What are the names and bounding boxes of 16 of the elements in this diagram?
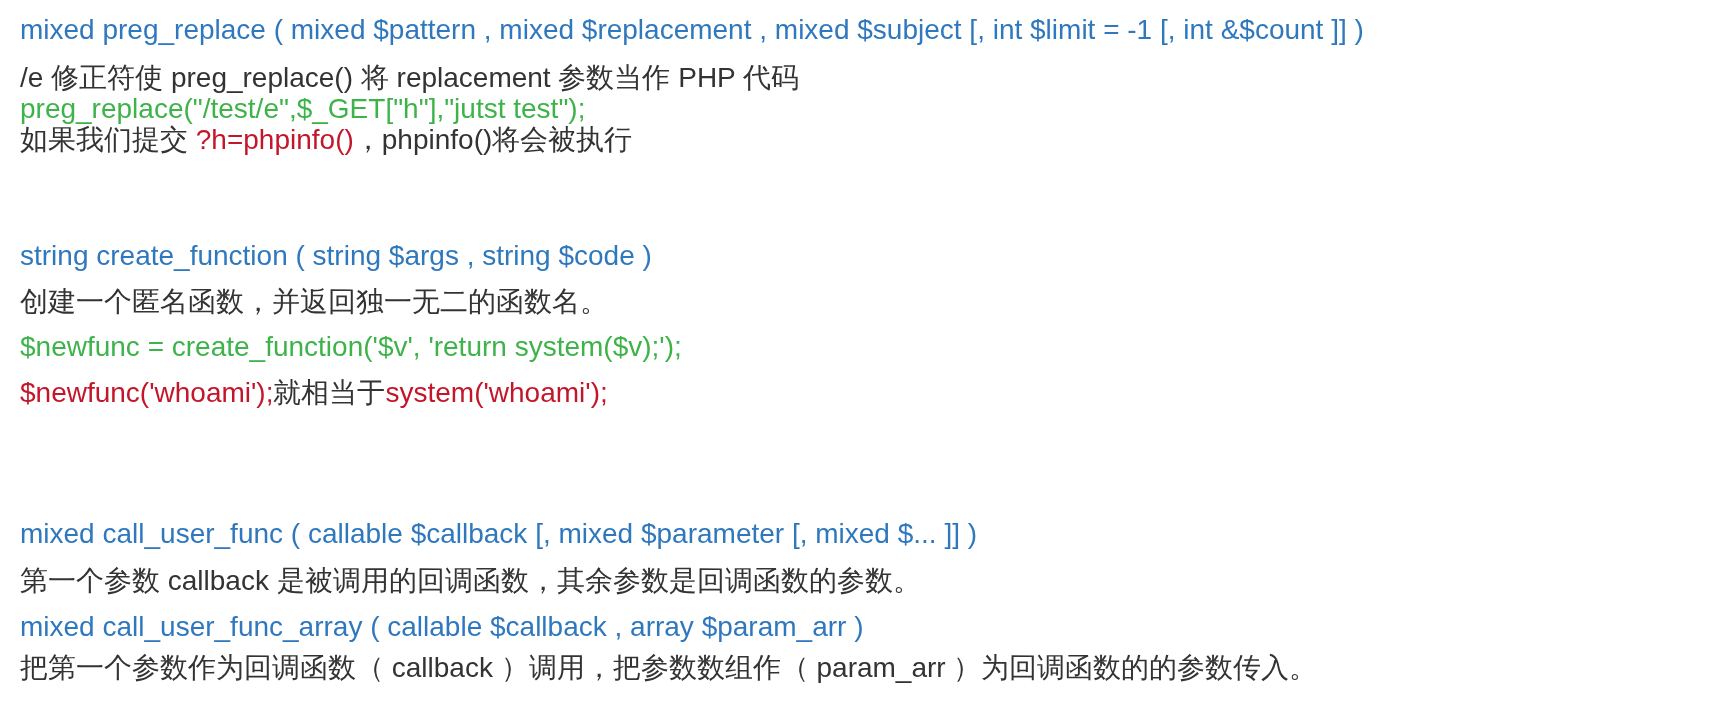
function-signature: string create_function ( string $args , string $code ): [20, 240, 652, 271]
description-text: /e 修正符使 preg_replace() 将 replacement 参数当作 PHP 代码: [20, 62, 800, 93]
code-example: preg_replace("/test/e",$_GET["h"],"jutst test");: [20, 93, 586, 124]
highlighted-code: system('whoami');: [385, 377, 608, 408]
description-text: 第一个参数 callback 是被调用的回调函数，其余参数是回调函数的参数。: [20, 565, 921, 596]
description-text: 把第一个参数作为回调函数（ callback ）调用，把参数数组作（ param_arr ）为回调函数的的参数传入。: [20, 652, 1318, 683]
highlighted-code: ?h=phpinfo(): [195, 124, 354, 155]
description-text: 就相当于: [273, 377, 386, 408]
description-text: 创建一个匿名函数，并返回独一无二的函数名。: [20, 286, 608, 317]
function-signature: mixed call_user_func_array ( callable $callback , array $param_arr ): [20, 611, 864, 642]
description-text: ，phpinfo()将会被执行: [353, 124, 633, 155]
function-signature: mixed preg_replace ( mixed $pattern , mixed $replacement , mixed $subject [, int $limit = -1 [, int &$count ]] ): [20, 14, 1364, 45]
description-text: 如果我们提交: [20, 124, 189, 155]
function-signature: mixed call_user_func ( callable $callback [, mixed $parameter [, mixed $... ]] ): [20, 518, 978, 549]
code-example: $newfunc = create_function('$v', 'return system($v);');: [20, 331, 682, 362]
highlighted-code: $newfunc('whoami');: [20, 377, 274, 408]
